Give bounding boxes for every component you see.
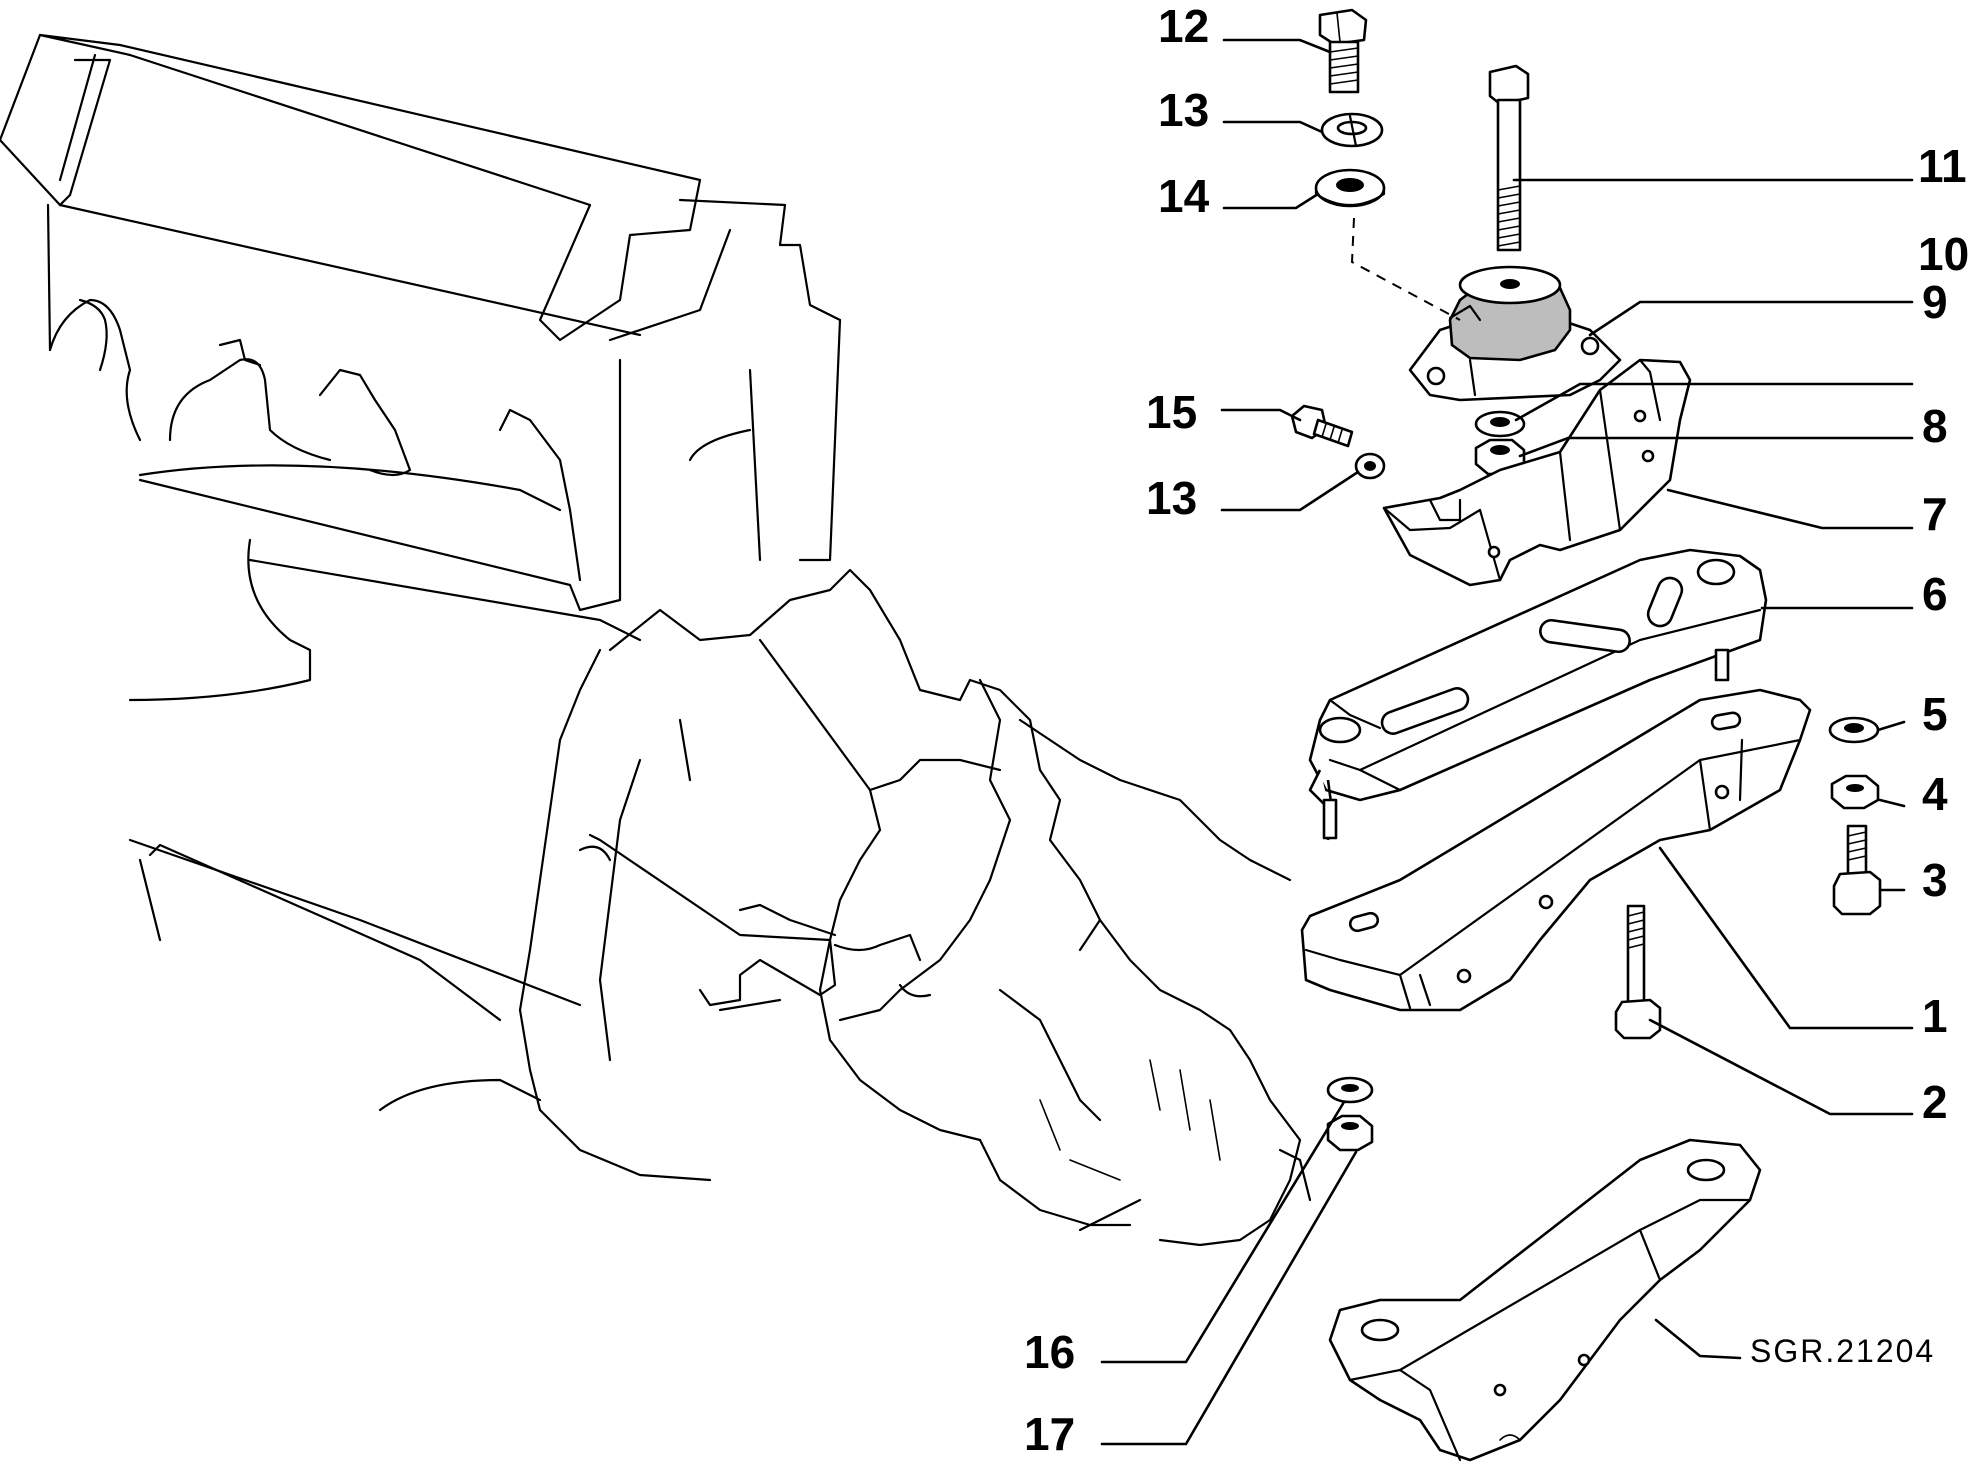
- crossmember-1: [1300, 688, 1812, 1012]
- callout-6: 6: [1922, 568, 1948, 620]
- spring-washer-13-lower: [1354, 452, 1386, 480]
- lower-bracket: [1328, 1138, 1762, 1462]
- callout-12: 12: [1158, 0, 1209, 52]
- long-bolt-11: [1488, 64, 1530, 252]
- rubber-mount-10: [1408, 265, 1622, 402]
- washer-5: [1828, 716, 1880, 744]
- callout-labels: 12 13 14 11 10 9 15 8 13 7 6 5 4 3 1 2 1…: [1024, 0, 1969, 1460]
- bolt-2: [1614, 904, 1662, 1040]
- engine-gearbox-outline: [0, 33, 1312, 1247]
- nut-17: [1326, 1114, 1374, 1152]
- reference-code: SGR.21204: [1750, 1333, 1935, 1369]
- callout-11: 11: [1918, 140, 1967, 192]
- callout-5: 5: [1922, 688, 1948, 740]
- leader-lines: [1100, 38, 1914, 1446]
- bolt-3: [1832, 824, 1882, 916]
- callout-13-upper: 13: [1158, 84, 1209, 136]
- callout-4: 4: [1922, 768, 1948, 820]
- callout-13-lower: 13: [1146, 472, 1197, 524]
- callout-3: 3: [1922, 854, 1948, 906]
- callout-10: 10: [1918, 228, 1969, 280]
- washer-14: [1314, 168, 1386, 208]
- callout-15: 15: [1146, 386, 1197, 438]
- callout-7: 7: [1922, 488, 1948, 540]
- callout-14: 14: [1158, 170, 1210, 222]
- callout-2: 2: [1922, 1076, 1948, 1128]
- mount-bracket-7: [1382, 358, 1692, 587]
- spring-washer-13-upper: [1320, 112, 1384, 148]
- upper-support-plate-6: [1308, 548, 1768, 841]
- callout-16: 16: [1024, 1326, 1075, 1378]
- callout-17: 17: [1024, 1408, 1075, 1460]
- bolt-12: [1318, 8, 1368, 94]
- washer-9: [1474, 410, 1526, 438]
- nut-4: [1830, 774, 1880, 810]
- washer-16: [1326, 1076, 1374, 1104]
- callout-1: 1: [1922, 990, 1948, 1042]
- callout-9: 9: [1922, 276, 1948, 328]
- callout-8: 8: [1922, 400, 1948, 452]
- bolt-15: [1290, 404, 1354, 448]
